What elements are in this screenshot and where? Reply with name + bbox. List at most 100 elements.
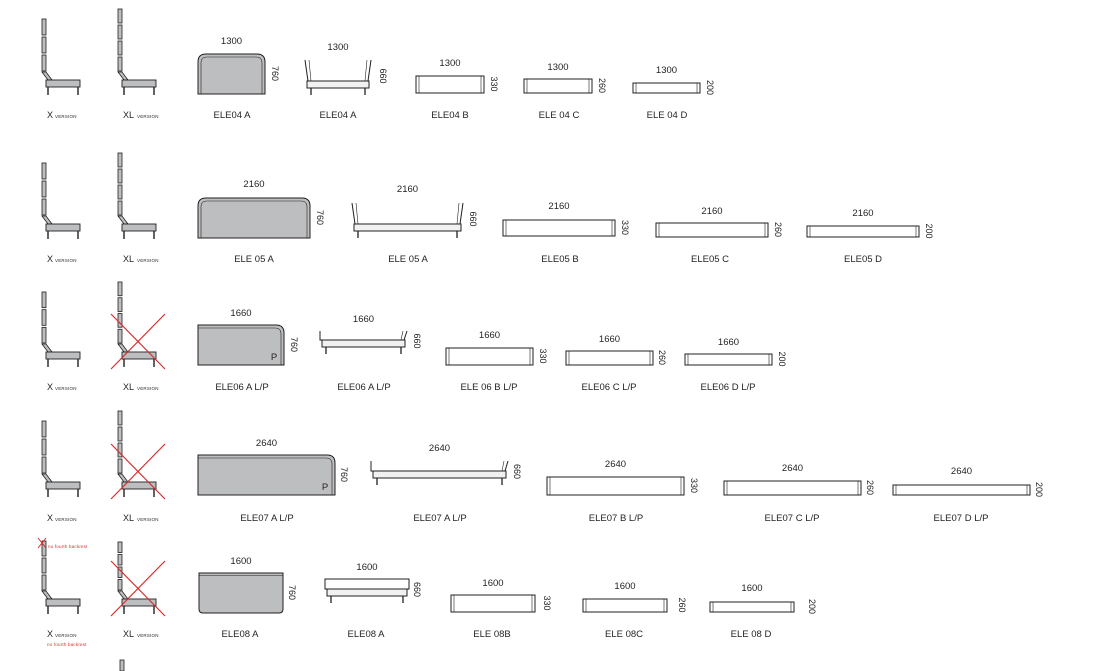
seat-cushion (45, 223, 81, 232)
dimension-width: 1660 (353, 314, 374, 325)
element-label: ELE07 A L/P (413, 513, 466, 524)
sofa-arm-edge (308, 59, 312, 82)
element-label: ELE 04 D (647, 110, 688, 121)
chair-x-version (41, 540, 81, 614)
caption-xl-big: XL (123, 254, 134, 264)
chair-x-version (41, 18, 81, 95)
caption-version-small: VERSION (55, 633, 77, 638)
seat-cushion (121, 481, 157, 490)
backrest-segment (117, 40, 123, 56)
sofa-arm-edge (364, 59, 368, 82)
backrest-segment (41, 291, 47, 309)
dimension-height: 760 (289, 337, 299, 352)
backrest-lower (41, 71, 53, 81)
backrest-segment (117, 541, 123, 553)
dimension-height: 260 (773, 222, 783, 237)
dimension-height: 760 (339, 467, 349, 482)
chair-x-version (41, 291, 81, 367)
element-label: ELE07 D L/P (934, 513, 989, 524)
backrest-segment (117, 168, 123, 184)
caption-x-big: X (47, 513, 53, 523)
backrest-lower (117, 590, 129, 600)
dimension-height: 200 (705, 80, 715, 95)
backrest-segment (41, 162, 47, 180)
caption-version-small: VERSION (137, 258, 159, 263)
backrest-segment (41, 326, 47, 344)
caption-xl-big: XL (123, 110, 134, 120)
dimension-width: 2640 (256, 438, 277, 449)
element-label: ELE07 A L/P (240, 513, 293, 524)
panel-inner-edge (200, 200, 308, 238)
dimension-width: 2160 (852, 208, 873, 219)
sofa-seat (306, 80, 370, 89)
dimension-height: 330 (620, 220, 630, 235)
dimension-height: 260 (677, 598, 687, 613)
panel-inner-edge (198, 457, 333, 495)
dimension-width: 2160 (701, 206, 722, 217)
element-label: ELE08 A (348, 629, 386, 640)
note-cross (37, 537, 47, 549)
backrest-segment (117, 410, 123, 426)
dimension-width: 1600 (230, 556, 251, 567)
block-outline (632, 82, 701, 94)
backrest-segment (117, 184, 123, 200)
sofa-back (319, 330, 408, 341)
backrest-segment (41, 198, 47, 216)
backrest-lower (117, 215, 129, 225)
dimension-width: 1600 (482, 578, 503, 589)
dimension-height: 330 (489, 77, 499, 92)
caption-version-small: VERSION (137, 386, 159, 391)
chair-xl-version (110, 541, 166, 617)
caption-version-small: VERSION (137, 517, 159, 522)
backrest-segment (117, 442, 123, 458)
block-outline (565, 350, 654, 366)
backrest-segment (117, 281, 123, 297)
sofa-seat (372, 470, 507, 479)
caption-xl-big: XL (123, 382, 134, 392)
sofa-back (324, 578, 410, 590)
panel-shape (198, 572, 284, 614)
dimension-height: 260 (865, 480, 875, 495)
block-outline (502, 219, 616, 237)
dimension-width: 1300 (656, 65, 677, 76)
panel-shape (197, 197, 311, 239)
backrest-segment (117, 554, 123, 566)
chair-xl-version (110, 281, 166, 370)
element-label: ELE06 D L/P (701, 382, 756, 393)
dimension-width: 2160 (548, 201, 569, 212)
seat-cushion (45, 598, 81, 607)
backrest-lower (41, 343, 53, 353)
backrest-segment (41, 54, 47, 72)
caption-version-small: VERSION (55, 114, 77, 119)
dimension-width: 2640 (782, 463, 803, 474)
block-outline (723, 480, 862, 496)
caption-version-small: VERSION (55, 517, 77, 522)
dimension-width: 2160 (243, 179, 264, 190)
panel-shape (197, 454, 336, 496)
caption-xl-big: XL (123, 629, 134, 639)
caption-version-small: VERSION (137, 114, 159, 119)
backrest-segment (117, 458, 123, 474)
element-label: ELE 05 A (234, 254, 274, 265)
caption-x-big: X (47, 629, 53, 639)
chair-xl-version (117, 8, 157, 95)
sofa-arm-edge (355, 202, 359, 225)
dimension-height: 200 (1034, 482, 1044, 497)
backrest-segment (41, 18, 47, 36)
backrest-segment (41, 180, 47, 198)
dimension-height: 760 (315, 210, 325, 225)
